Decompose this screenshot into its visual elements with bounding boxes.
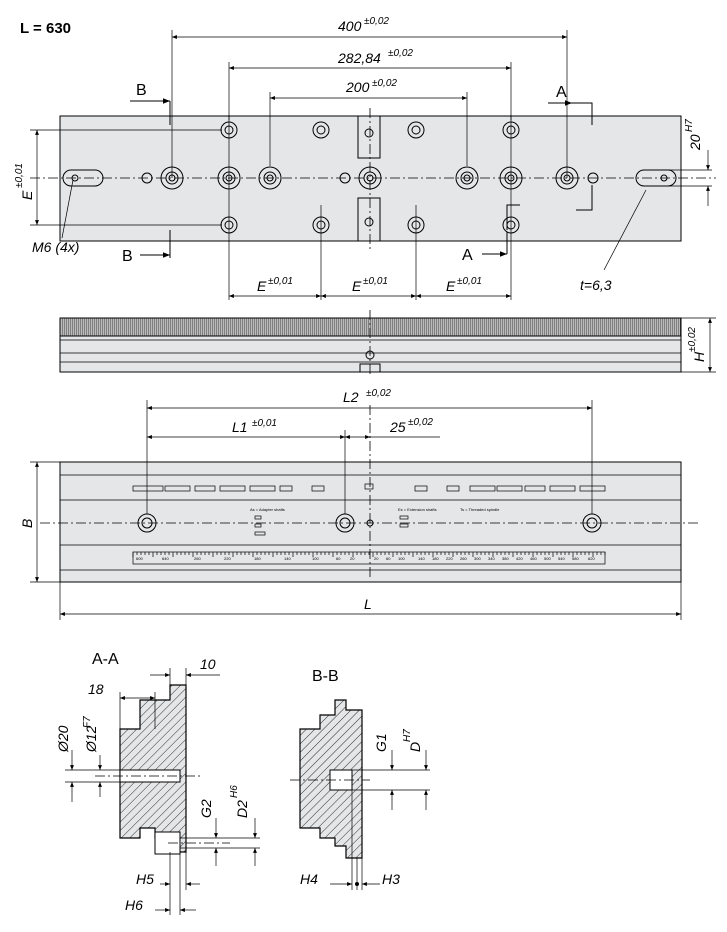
scale-labels-right: 140 180 220 260 300 340 380 420 460 500 …: [418, 556, 595, 561]
legend-extension: Es = Extension shafts: [398, 507, 437, 512]
dim-400: 400: [338, 18, 362, 34]
svg-text:60: 60: [386, 556, 391, 561]
right-slot: [635, 169, 677, 187]
dim-aa-10: 10: [200, 656, 216, 672]
svg-text:260: 260: [460, 556, 467, 561]
dim-bb-d-tol: H7: [402, 729, 413, 742]
upper-marks: [132, 483, 606, 492]
dim-aa-d12: Ø12: [83, 725, 99, 753]
svg-text:140: 140: [284, 556, 291, 561]
dim-282-tol: ±0,02: [388, 48, 413, 59]
dim-aa-d20: Ø20: [55, 725, 71, 753]
dim-e2: E: [352, 278, 362, 294]
dim-l1: L1: [232, 419, 248, 435]
svg-text:180: 180: [254, 556, 261, 561]
svg-text:640: 640: [162, 556, 169, 561]
dim-h-tol: ±0,02: [687, 327, 698, 352]
dim-aa-h5: H5: [136, 871, 154, 887]
svg-text:500: 500: [544, 556, 551, 561]
svg-text:20: 20: [350, 556, 355, 561]
svg-text:20: 20: [374, 556, 379, 561]
dim-l2: L2: [343, 389, 359, 405]
dim-bb-g1: G1: [373, 733, 389, 752]
scale-labels-left: 600 640 260 220 180 140 100 60 20 20 60 …: [136, 556, 405, 561]
dim-bb-h3: H3: [382, 871, 400, 887]
dim-e-left: E: [19, 190, 35, 200]
svg-text:300: 300: [474, 556, 481, 561]
svg-text:580: 580: [572, 556, 579, 561]
dim-aa-18: 18: [88, 681, 104, 697]
dim-282: 282,84: [337, 50, 381, 66]
dim-h: H: [691, 351, 707, 362]
dim-e1: E: [257, 278, 267, 294]
dim-400-tol: ±0,02: [364, 16, 389, 27]
legend-threaded: Ts = Threaded spindle: [460, 507, 500, 512]
section-a-top: A: [556, 84, 567, 101]
callout-t: t=6,3: [580, 277, 612, 293]
svg-text:180: 180: [432, 556, 439, 561]
svg-text:100: 100: [398, 556, 405, 561]
front-view: As = Adapter shafts Es = Extension shaft…: [19, 388, 700, 620]
length-title: L = 630: [20, 20, 71, 37]
dim-200: 200: [345, 79, 370, 95]
section-b-bottom: B: [122, 248, 133, 265]
top-view: 400 ±0,02 282,84 ±0,02 200 ±0,02 20 H7 E…: [14, 16, 716, 300]
svg-text:380: 380: [502, 556, 509, 561]
svg-text:460: 460: [530, 556, 537, 561]
left-slot: [62, 169, 104, 187]
legend-adapter: As = Adapter shafts: [250, 507, 285, 512]
dim-25: 25: [389, 419, 406, 435]
svg-text:260: 260: [194, 556, 201, 561]
dim-aa-d2-tol: H6: [229, 785, 240, 798]
side-view: H ±0,02: [59, 310, 716, 375]
section-b-top: B: [136, 82, 147, 99]
dim-b: B: [19, 519, 35, 528]
dim-e3: E: [446, 278, 456, 294]
dim-bb-d: D: [407, 742, 423, 752]
dim-e3-tol: ±0,01: [457, 276, 482, 287]
dim-200-tol: ±0,02: [372, 78, 397, 89]
length-scale: [132, 551, 606, 565]
dim-l1-tol: ±0,01: [252, 418, 277, 429]
center-bores: [141, 166, 599, 190]
section-aa: A-A 10 18 Ø20 Ø12 F7 G2 D2: [55, 651, 260, 915]
svg-text:620: 620: [588, 556, 595, 561]
dim-20-tol: H7: [684, 119, 695, 132]
section-aa-title: A-A: [92, 651, 119, 668]
svg-text:100: 100: [312, 556, 319, 561]
svg-text:540: 540: [558, 556, 565, 561]
dim-e2-tol: ±0,01: [363, 276, 388, 287]
dim-25-tol: ±0,02: [408, 417, 433, 428]
section-a-bottom: A: [462, 247, 473, 264]
dim-20: 20: [687, 134, 703, 151]
dim-e1-tol: ±0,01: [268, 276, 293, 287]
svg-text:220: 220: [224, 556, 231, 561]
dim-aa-d12-tol: F7: [82, 716, 93, 728]
dim-aa-d2: D2: [234, 800, 250, 818]
callout-m6: M6 (4x): [32, 239, 79, 255]
svg-text:60: 60: [336, 556, 341, 561]
dim-aa-g2: G2: [198, 799, 214, 818]
svg-text:140: 140: [418, 556, 425, 561]
svg-text:420: 420: [516, 556, 523, 561]
dim-bb-h4: H4: [300, 871, 318, 887]
dim-l: L: [364, 596, 372, 612]
side-knurl: [59, 317, 682, 337]
dim-e-left-tol: ±0,01: [14, 163, 25, 188]
dim-l2-tol: ±0,02: [366, 388, 391, 399]
section-bb-title: B-B: [312, 668, 339, 685]
svg-text:600: 600: [136, 556, 143, 561]
dim-aa-h6: H6: [125, 897, 143, 913]
section-bb: B-B G1 D H7 H4 H3: [290, 668, 430, 890]
svg-text:220: 220: [446, 556, 453, 561]
section-aa-body: [119, 684, 187, 853]
svg-text:340: 340: [488, 556, 495, 561]
